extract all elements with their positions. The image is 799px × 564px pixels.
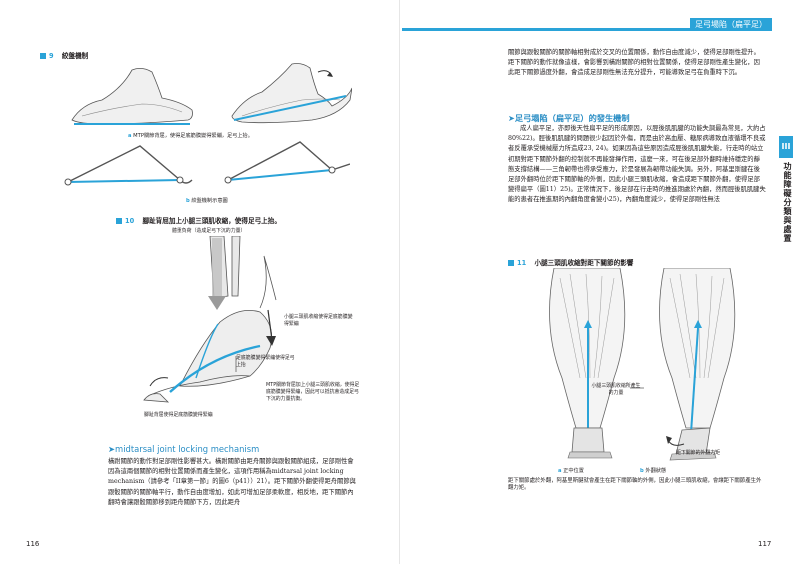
fig11a-caption: a 正中位置 xyxy=(558,468,584,474)
running-header: 足弓場陷（扁平足） xyxy=(690,18,772,31)
fig9-label: 9 絞盤機制 xyxy=(40,50,88,60)
fig11-caption-text: 距下關節處於外翻，阿基里斯腱就會產生在距下關節軸的外側，因此小腿三頭肌收縮，會讓… xyxy=(508,478,762,491)
fig11-label: 11 小腿三頭肌收縮對距下關節的影響 xyxy=(508,257,633,267)
figure-marker-icon xyxy=(40,52,46,59)
midtarsal-paragraph: 橫跗關節的動作對足部剛性影響甚大。橫跗關節由距舟關節與跟骰關節組成，足部剛性會因… xyxy=(108,458,356,506)
arrow-right-icon: ➤ xyxy=(108,444,116,454)
foot-left-icon xyxy=(71,68,193,125)
flatfoot-heading: ➤足弓塌陷（扁平足）的發生機制 xyxy=(508,113,630,123)
arrow-right-icon: ➤ xyxy=(508,113,515,123)
fig9a-foot-illustration xyxy=(71,63,352,125)
header-rule xyxy=(402,28,772,31)
fig11-note-valgus: 距下關節的外翻力矩 xyxy=(676,450,721,456)
left-page-number: 116 xyxy=(26,540,40,548)
fig10-note-gastroc: 小腿三頭肌收縮使得足底筋膜變得緊繃 xyxy=(284,314,353,327)
fig10-note-fascia: 足底筋膜變得緊繃使得足弓上抬 xyxy=(236,355,295,368)
figure-marker-icon xyxy=(508,259,514,266)
fig10-note-mtp: MTP關節背屈加上小腿三頭肌收縮，使得足底筋膜變得緊繃，因此可以抵抗會造成足弓下… xyxy=(266,382,360,402)
midtarsal-heading: ➤midtarsal joint locking mechanism xyxy=(108,444,260,454)
fig11-calf-illustration xyxy=(549,268,736,461)
fig11-note-force: 小腿三頭肌收縮所產生的力量 xyxy=(591,383,641,396)
flatfoot-paragraph: 成人扁平足，亦即後天性扁平足的形成原因，以脛後肌肌腱的功能失調最為常見，大約占8… xyxy=(508,125,766,204)
fig11b-caption: b 外翻狀態 xyxy=(640,468,667,474)
fig10-note-weight: 體重負荷（造成足弓下沉的力量） xyxy=(172,228,246,234)
right-page-number: 117 xyxy=(758,540,772,548)
foot-right-icon xyxy=(231,63,352,124)
fig9b-caption: b 絞盤機制示意圖 xyxy=(186,198,228,204)
fig10-label: 10 腳趾背屈加上小腿三頭肌收縮，使得足弓上抬。 xyxy=(116,215,281,225)
figure-marker-icon xyxy=(116,217,122,224)
calf-valgus-icon xyxy=(659,268,736,461)
fig10-note-toe: 腳趾背屈使得足底筋膜變得緊繃 xyxy=(144,412,213,418)
chapter-number-tab: III xyxy=(779,136,793,158)
fig9a-caption: a MTP關節背屈，使得足底筋膜變得緊繃，足弓上抬。 xyxy=(128,133,253,139)
intro-paragraph: 關節與跟骰關節的關節軸相對成於交叉的位置關係，動作自由度減少，使得足部剛性提升。… xyxy=(508,49,760,77)
page-spine xyxy=(399,0,400,564)
fig10-foot-illustration xyxy=(143,236,277,403)
chapter-title-vertical: 功能障礙分類與處置 xyxy=(783,162,792,243)
calf-neutral-icon xyxy=(549,268,626,459)
fig9b-windlass-diagram xyxy=(64,141,350,186)
